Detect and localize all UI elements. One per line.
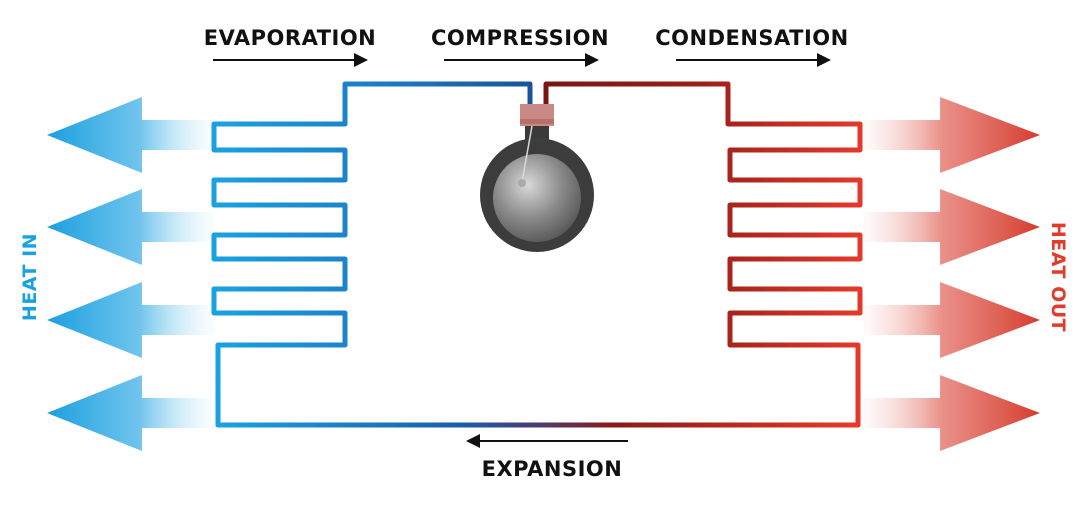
heat-in-label: HEAT IN <box>19 233 41 321</box>
condenser-coil <box>543 81 863 428</box>
heat-in-arrow-2 <box>47 189 215 265</box>
heat-out-arrow-3 <box>863 282 1040 358</box>
heat-out-arrows <box>863 97 1040 451</box>
heat-in-arrow-4 <box>47 375 215 451</box>
evaporation-arrow <box>213 53 368 67</box>
evaporation-label: EVAPORATION <box>204 26 377 50</box>
heat-in-arrow-1 <box>47 97 215 173</box>
expansion-label: EXPANSION <box>482 457 623 481</box>
heat-out-label: HEAT OUT <box>1047 222 1069 332</box>
heat-in-arrows <box>47 97 215 451</box>
compressor-dome <box>493 154 581 242</box>
expansion-arrow <box>466 434 628 448</box>
condensation-label: CONDENSATION <box>655 26 849 50</box>
compression-label: COMPRESSION <box>431 26 609 50</box>
compression-arrow <box>444 53 599 67</box>
heat-in-arrow-3 <box>47 282 215 358</box>
condensation-arrow <box>676 53 831 67</box>
compressor <box>480 104 594 252</box>
heat-out-arrow-2 <box>863 189 1040 265</box>
heat-out-arrow-4 <box>863 375 1040 451</box>
evaporator-coil <box>211 81 533 428</box>
heat-out-arrow-1 <box>863 97 1040 173</box>
flow-arrows <box>213 53 831 448</box>
